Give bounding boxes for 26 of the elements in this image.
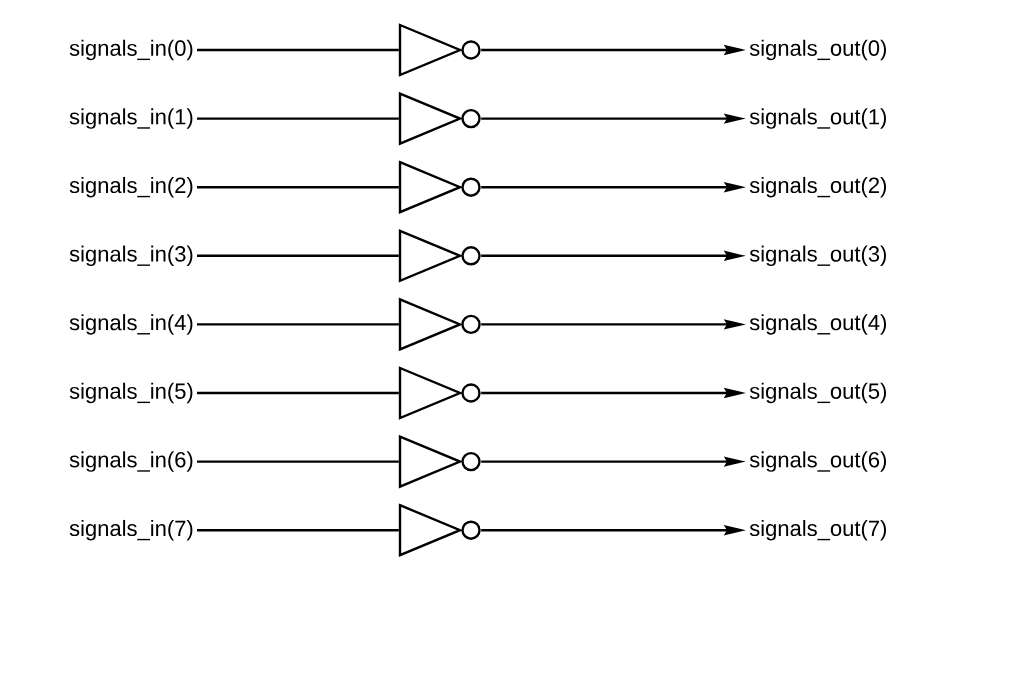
inverter-symbol (398, 23, 481, 77)
input-label: signals_in(2) (69, 176, 193, 198)
wire (197, 323, 399, 326)
input-label: signals_in(7) (69, 519, 193, 541)
input-label: signals_in(3) (69, 245, 193, 267)
wire (197, 117, 399, 120)
output-label: signals_out(6) (749, 451, 886, 472)
wire (197, 48, 399, 52)
input-label: signals_in(6) (69, 451, 193, 472)
output-label: signals_out(4) (749, 314, 886, 335)
output-label: signals_out(7) (749, 519, 886, 541)
wire (197, 460, 399, 463)
output-label: signals_out(0) (749, 39, 886, 61)
input-label: signals_in(4) (69, 314, 193, 335)
input-label: signals_in(0) (69, 39, 193, 61)
wire (197, 529, 399, 532)
output-label: signals_out(1) (749, 108, 886, 129)
inverter-symbol (398, 366, 481, 420)
input-label: signals_in(1) (69, 108, 193, 129)
input-label: signals_in(5) (69, 382, 193, 404)
output-label: signals_out(2) (749, 176, 886, 198)
wire (197, 186, 399, 189)
wire (197, 254, 399, 257)
wire (197, 391, 399, 395)
output-label: signals_out(3) (749, 245, 886, 267)
output-label: signals_out(5) (749, 382, 886, 404)
